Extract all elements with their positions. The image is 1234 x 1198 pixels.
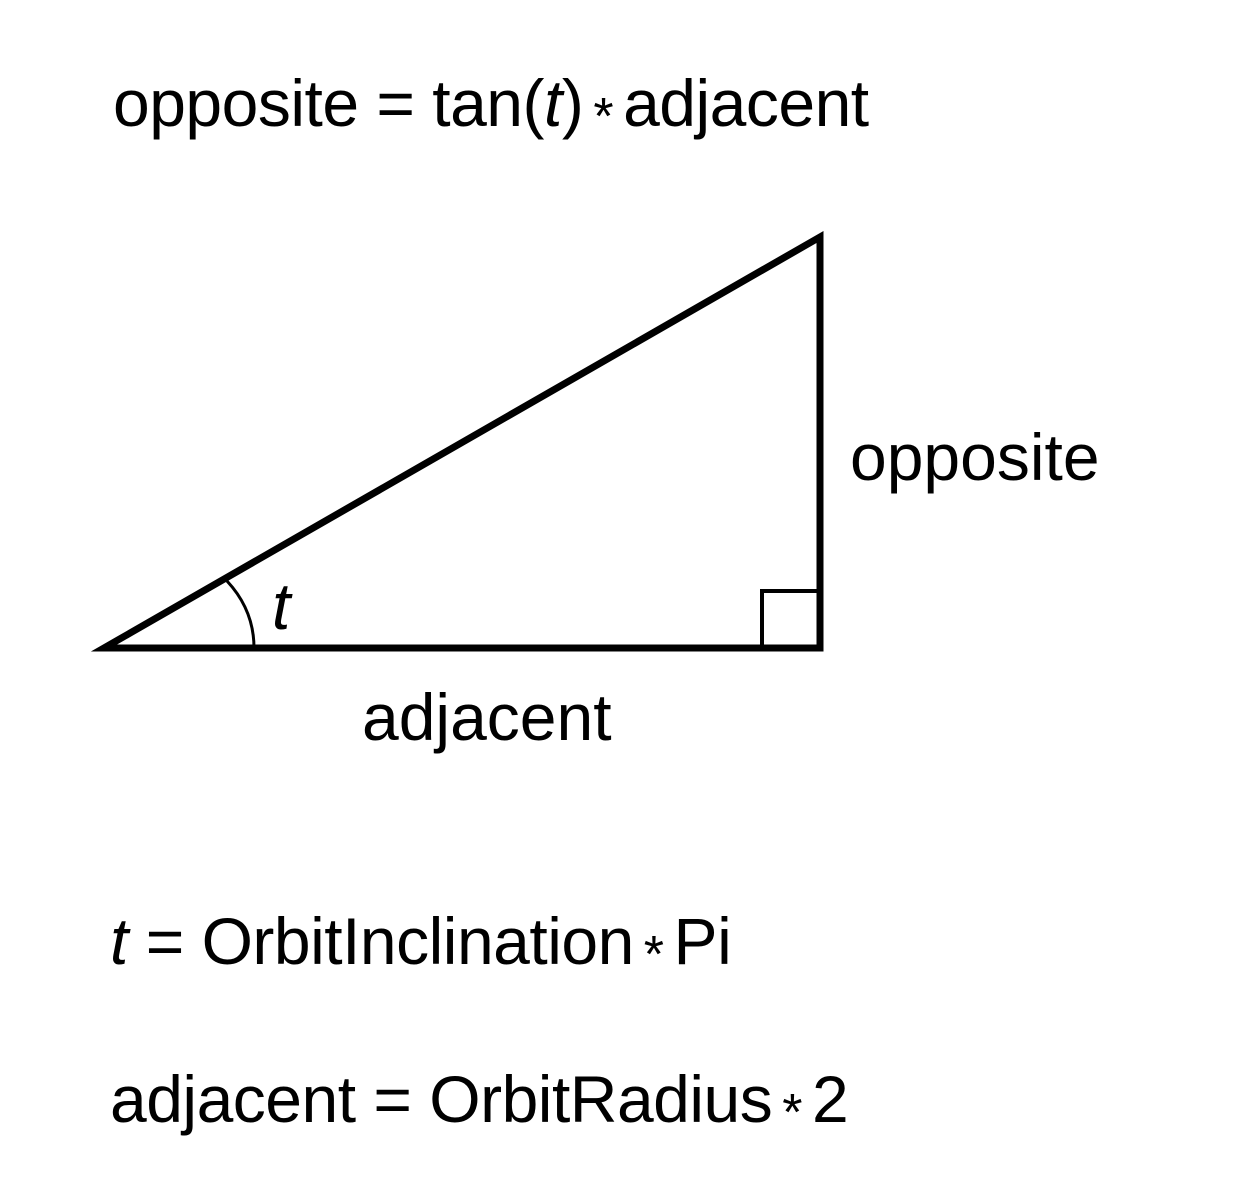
formula-t-definition: t = OrbitInclination*Pi: [110, 908, 732, 981]
equals-sign: =: [145, 904, 185, 978]
multiply-operator: *: [593, 88, 614, 146]
close-paren: ): [561, 66, 584, 140]
tan-function: tan(: [432, 66, 544, 140]
side-label-opposite: opposite: [850, 420, 1100, 494]
multiplier-value: 2: [811, 1062, 849, 1136]
orbit-inclination-term: OrbitInclination: [201, 904, 635, 978]
multiply-operator: *: [643, 926, 664, 984]
formula-opposite: opposite = tan(t)*adjacent: [113, 70, 869, 143]
variable-t: t: [110, 904, 128, 978]
angle-label-t: t: [272, 569, 291, 643]
orbit-radius-term: OrbitRadius: [429, 1062, 773, 1136]
equals-sign: =: [376, 66, 415, 140]
pi-term: Pi: [673, 904, 732, 978]
equals-sign: =: [373, 1062, 412, 1136]
formula-lhs: adjacent: [110, 1062, 356, 1136]
variable-t: t: [544, 66, 562, 140]
multiply-operator: *: [782, 1084, 802, 1142]
formula-lhs: opposite: [113, 66, 359, 140]
triangle-shape: [90, 230, 824, 652]
right-angle-marker: [760, 589, 822, 650]
formula-adjacent-definition: adjacent = OrbitRadius*2: [110, 1066, 849, 1139]
side-label-adjacent: adjacent: [362, 680, 612, 754]
formula-rhs: adjacent: [623, 66, 869, 140]
angle-arc: [225, 579, 256, 649]
